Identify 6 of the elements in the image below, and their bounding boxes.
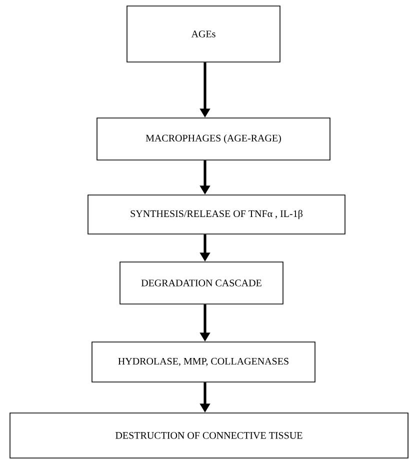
process-box: DEGRADATION CASCADE <box>120 262 284 304</box>
process-box: DESTRUCTION OF CONNECTIVE TISSUE <box>10 412 408 458</box>
process-box: MACROPHAGES (AGE-RAGE) <box>96 118 330 160</box>
process-box: HYDROLASE, MMP, COLLAGENASES <box>92 342 316 382</box>
process-box: SYNTHESIS/RELEASE OF TNFα , IL-1β <box>88 194 346 234</box>
process-box: AGEs <box>126 6 280 62</box>
